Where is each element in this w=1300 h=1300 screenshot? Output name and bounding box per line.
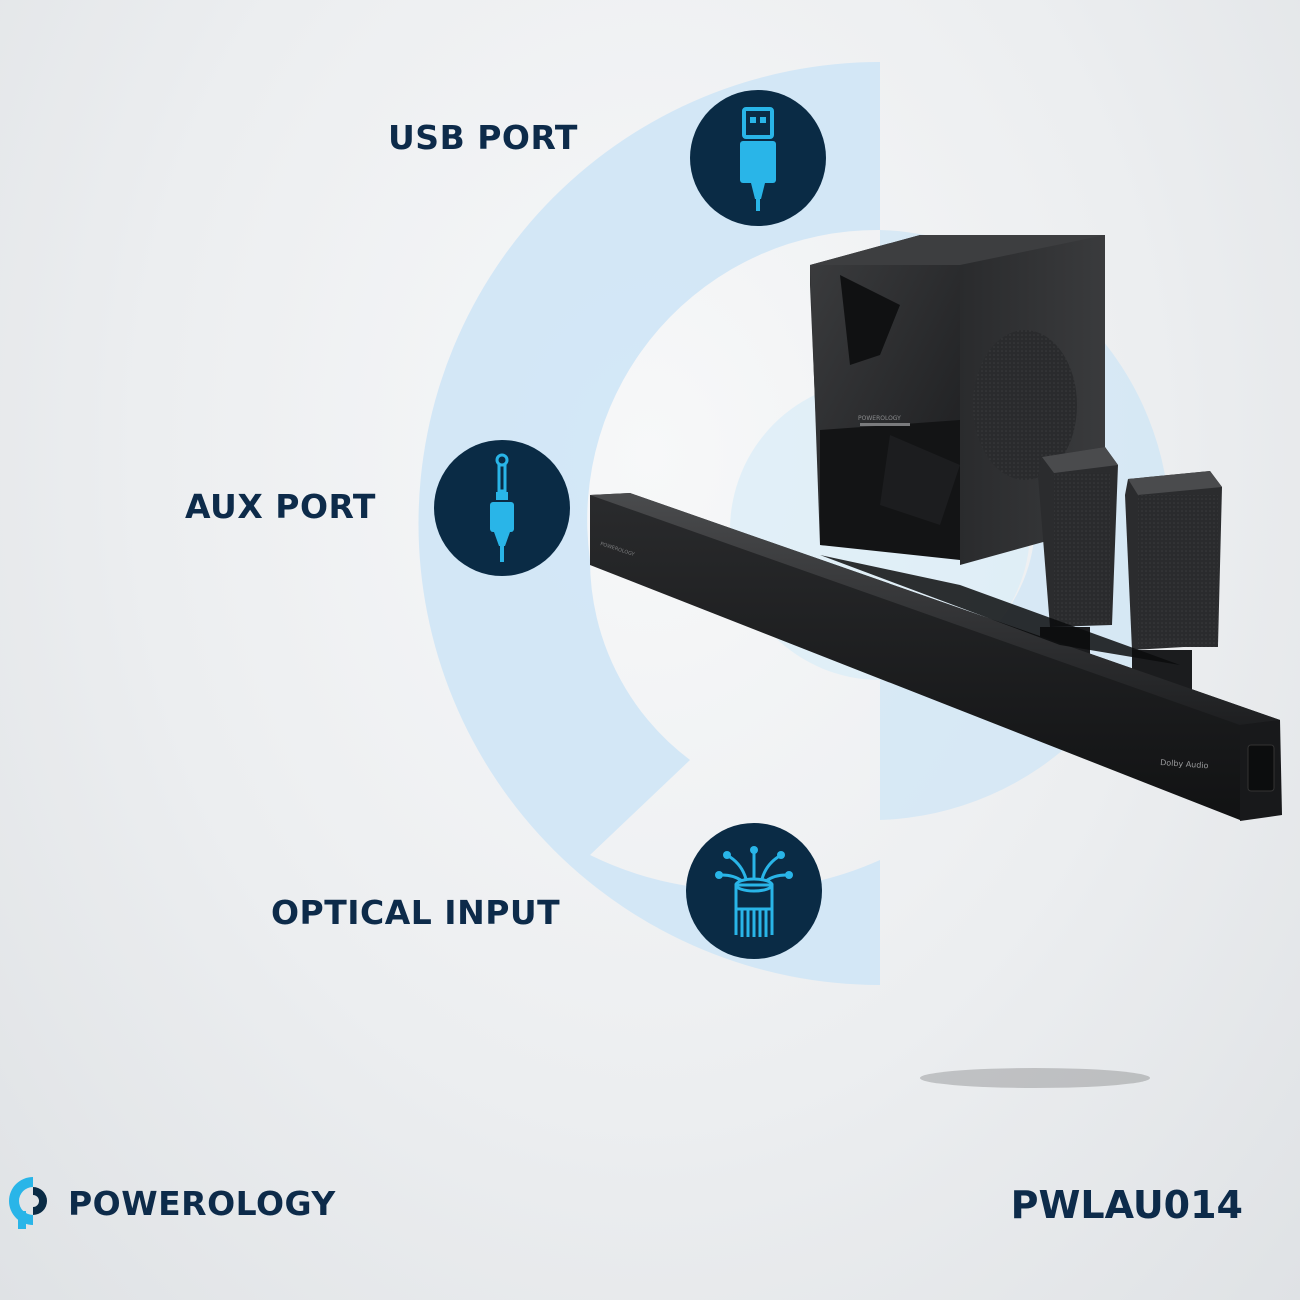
model-number: PWLAU014 [1010, 1183, 1243, 1227]
usb-port-label: USB PORT [388, 118, 578, 157]
soundbar: Dolby Audio POWEROLOGY [590, 493, 1282, 821]
aux-port-label: AUX PORT [185, 487, 376, 526]
soundbar-system-image: POWEROLOGY Dolby Audio POWEROLOGY [590, 235, 1282, 821]
optical-fiber-icon [686, 823, 822, 959]
subwoofer-badge: POWEROLOGY [858, 415, 901, 422]
brand-lockup: POWEROLOGY [8, 1175, 336, 1231]
right-satellite-speaker [1125, 471, 1222, 695]
optical-input-label: OPTICAL INPUT [271, 893, 561, 932]
powerology-logo-icon [9, 1177, 47, 1229]
subwoofer: POWEROLOGY [810, 235, 1105, 565]
dolby-badge: Dolby Audio [1160, 758, 1209, 770]
left-satellite-speaker [1038, 447, 1118, 667]
brand-name: POWEROLOGY [68, 1183, 336, 1223]
aux-jack-icon [434, 440, 570, 576]
usb-icon [690, 90, 826, 226]
